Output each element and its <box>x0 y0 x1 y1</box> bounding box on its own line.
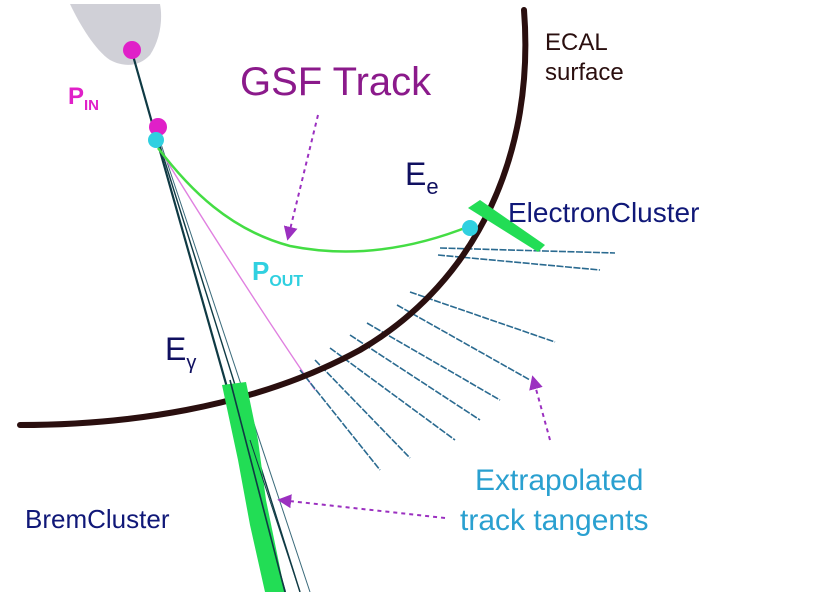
gsf-track-label: GSF Track <box>240 60 432 104</box>
electron-cluster-shape <box>468 200 545 252</box>
photon-energy-base: E <box>165 331 186 367</box>
ecal-surface-arc <box>17 7 529 428</box>
beam-pipe-region <box>70 4 162 65</box>
tangents-label-line2: track tangents <box>460 504 648 537</box>
tangent-line <box>349 334 481 421</box>
primary-track-overlay <box>229 379 286 592</box>
photon-energy-sub: γ <box>186 352 196 374</box>
electron-energy-sub: e <box>426 174 438 199</box>
tangent-line <box>409 291 556 343</box>
p-out-marker <box>148 132 164 148</box>
primary-track-overlay <box>249 439 301 592</box>
tangents-arrow <box>529 375 551 441</box>
brem-cluster-shape <box>222 382 285 592</box>
ecal-surface-label-line2: surface <box>545 59 624 86</box>
brem-cluster-arrow <box>277 494 446 519</box>
p-in-label-sub: IN <box>84 97 99 114</box>
electron-energy-base: E <box>405 156 426 192</box>
p-out-label-sub: OUT <box>269 273 303 290</box>
brem-cluster-label: BremCluster <box>25 504 170 534</box>
p-out-label: POUT <box>252 256 303 290</box>
pink-track <box>159 149 316 391</box>
electron-energy-label: Ee <box>405 156 439 199</box>
p-in-marker <box>149 118 167 136</box>
tangent-line <box>314 359 411 459</box>
tangent-line <box>329 347 456 441</box>
tangent-line <box>396 304 531 381</box>
p-in-label-base: P <box>68 83 84 110</box>
gsf-track-arrow <box>283 114 319 241</box>
p-out-label-base: P <box>252 256 269 286</box>
p-in-marker <box>123 41 141 59</box>
photon-energy-label: Eγ <box>165 331 196 374</box>
ecal-surface-label-line1: ECAL <box>545 29 608 56</box>
primary-track <box>157 134 311 592</box>
primary-track <box>154 129 301 592</box>
tangent-line <box>299 369 381 471</box>
tangent-line <box>366 322 501 401</box>
tangents-label-line1: Extrapolated <box>475 464 643 497</box>
p-out-marker <box>462 220 478 236</box>
electron-cluster-label: ElectronCluster <box>508 197 699 228</box>
gsf-track-curve <box>157 147 471 253</box>
p-in-label: PIN <box>68 83 99 114</box>
